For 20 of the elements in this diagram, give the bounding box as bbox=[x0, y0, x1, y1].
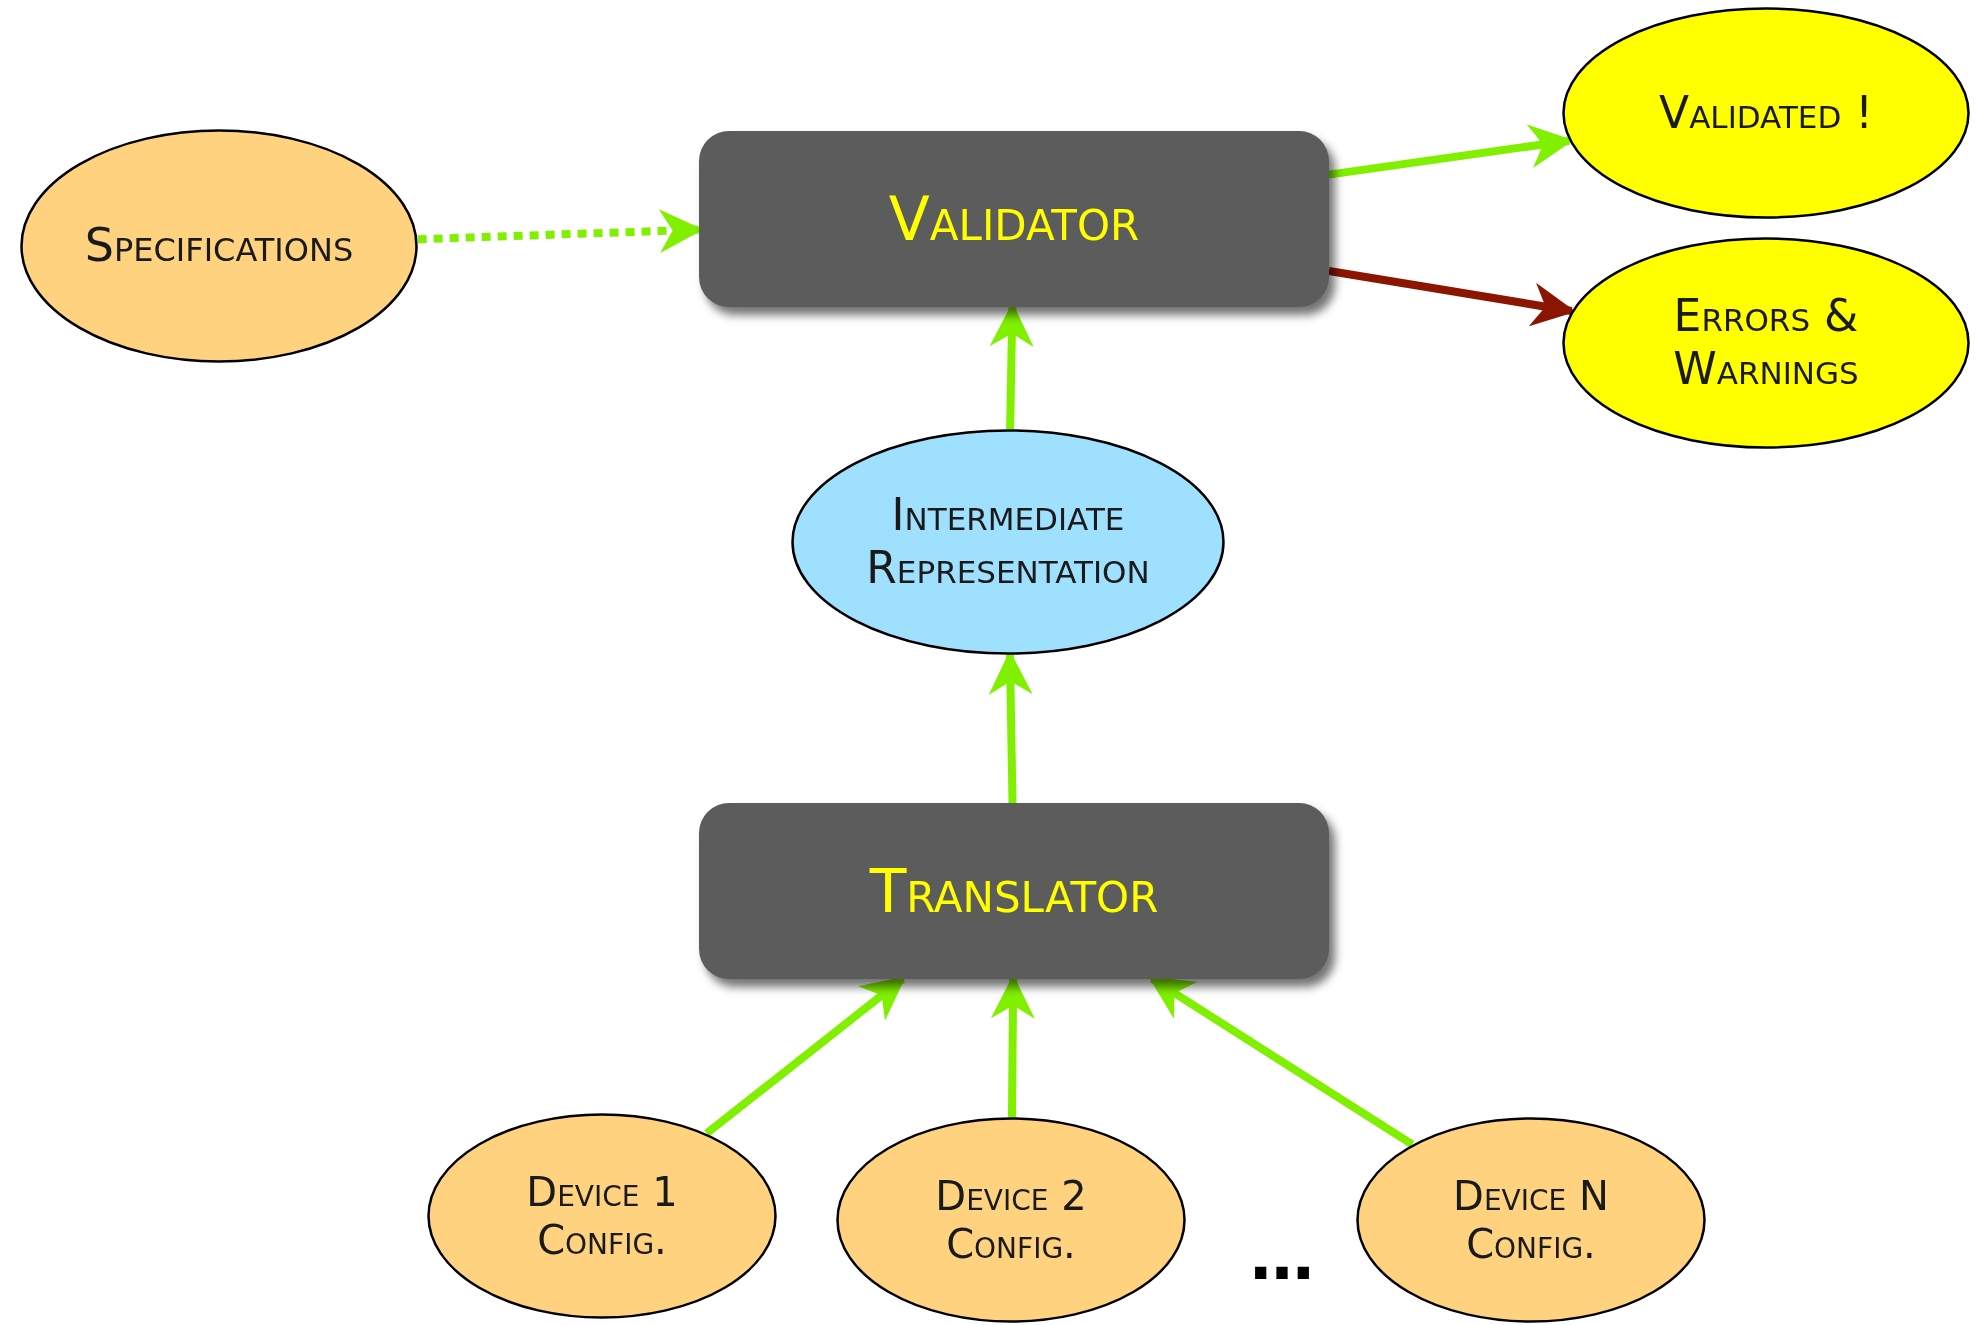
node-label: Device 1 Config. bbox=[525, 1168, 679, 1264]
ellipse-node bbox=[1562, 7, 1970, 219]
node-label: Intermediate Representation bbox=[865, 489, 1151, 595]
node-label: Validated ! bbox=[1659, 86, 1873, 140]
ellipse-node bbox=[427, 1113, 777, 1319]
ellipse-node bbox=[791, 429, 1225, 655]
node-label: Errors & Warnings bbox=[1672, 290, 1860, 396]
ellipse-node bbox=[1562, 237, 1970, 449]
node-label: Validator bbox=[888, 183, 1140, 255]
ellipsis-label: … bbox=[1250, 1225, 1314, 1289]
node-label: Specifications bbox=[84, 218, 354, 274]
arrow bbox=[1328, 267, 1576, 327]
node-label: Device N Config. bbox=[1452, 1172, 1610, 1268]
process-box bbox=[699, 803, 1329, 979]
node-label: Device 2 Config. bbox=[934, 1172, 1088, 1268]
ellipse-node bbox=[20, 129, 418, 363]
process-box bbox=[699, 131, 1329, 307]
node-label: Translator bbox=[869, 855, 1159, 927]
ellipse-node bbox=[1356, 1117, 1706, 1323]
ellipse-node bbox=[836, 1117, 1186, 1323]
